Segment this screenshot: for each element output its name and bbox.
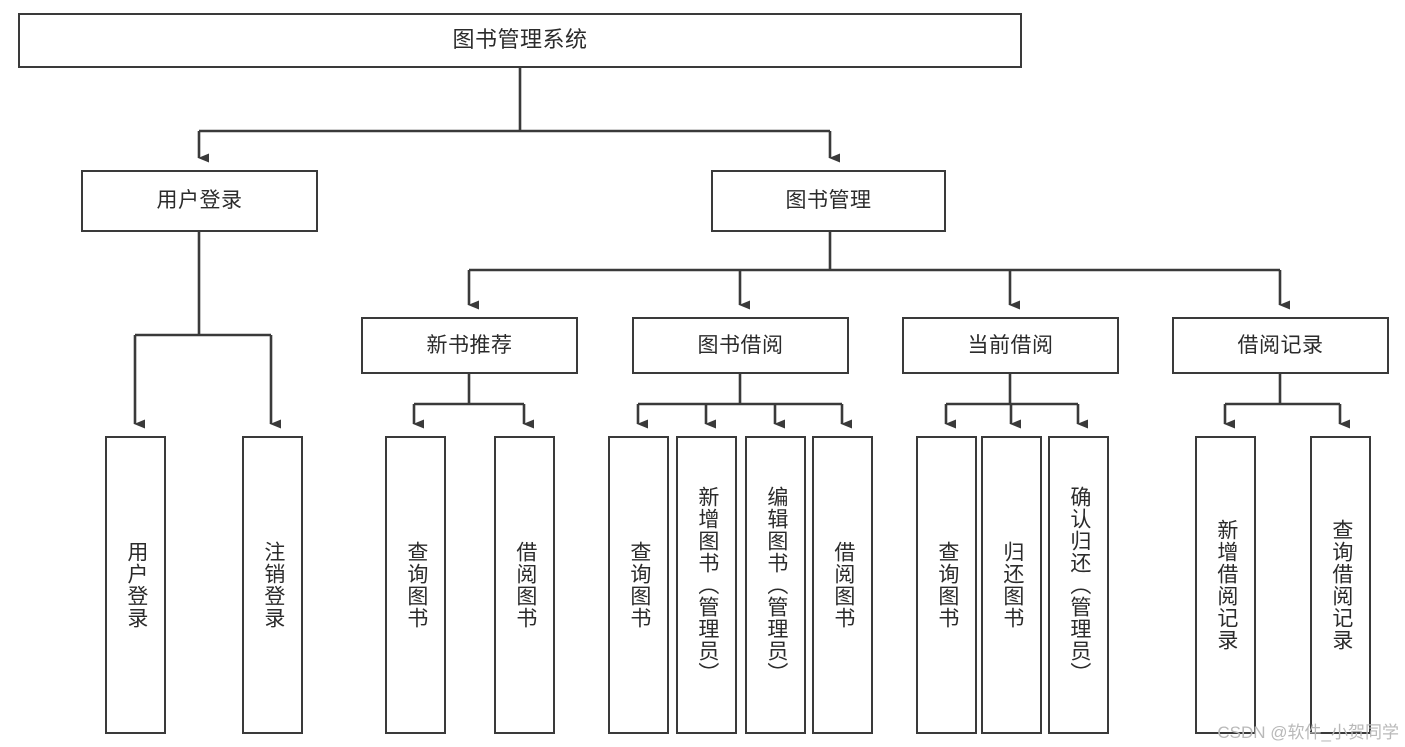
- leaf-borrow-record-query[interactable]: 查询借阅记录: [1310, 436, 1371, 734]
- node-label: 图书管理系统: [452, 27, 588, 53]
- leaf-new-book-query[interactable]: 查询图书: [385, 436, 446, 734]
- leaf-book-borrow-lend[interactable]: 借阅图书: [812, 436, 873, 734]
- leaf-current-borrow-confirm-return[interactable]: 确认归还（管理员）: [1048, 436, 1109, 734]
- leaf-book-borrow-query[interactable]: 查询图书: [608, 436, 669, 734]
- node-label: 查询图书: [404, 541, 428, 629]
- node-new-book-recommend[interactable]: 新书推荐: [361, 317, 578, 374]
- leaf-book-borrow-add[interactable]: 新增图书（管理员）: [676, 436, 737, 734]
- node-label: 查询图书: [627, 541, 651, 629]
- leaf-current-borrow-return[interactable]: 归还图书: [981, 436, 1042, 734]
- node-label: 查询借阅记录: [1329, 519, 1353, 651]
- node-book-management[interactable]: 图书管理: [711, 170, 946, 232]
- node-label: 新增借阅记录: [1214, 519, 1238, 651]
- leaf-user-login-signin[interactable]: 用户登录: [105, 436, 166, 734]
- node-root-book-management-system[interactable]: 图书管理系统: [18, 13, 1022, 68]
- leaf-book-borrow-edit[interactable]: 编辑图书（管理员）: [745, 436, 806, 734]
- node-label: 新书推荐: [426, 333, 513, 357]
- node-label: 用户登录: [124, 541, 148, 629]
- leaf-new-book-borrow[interactable]: 借阅图书: [494, 436, 555, 734]
- leaf-current-borrow-query[interactable]: 查询图书: [916, 436, 977, 734]
- node-book-borrow[interactable]: 图书借阅: [632, 317, 849, 374]
- node-label: 用户登录: [156, 189, 243, 213]
- node-label: 借阅记录: [1237, 333, 1324, 357]
- node-label: 图书借阅: [697, 333, 784, 357]
- node-label: 当前借阅: [967, 333, 1054, 357]
- node-label: 注销登录: [261, 541, 285, 629]
- node-user-login[interactable]: 用户登录: [81, 170, 318, 232]
- leaf-borrow-record-add[interactable]: 新增借阅记录: [1195, 436, 1256, 734]
- node-borrow-record[interactable]: 借阅记录: [1172, 317, 1389, 374]
- node-label: 编辑图书（管理员）: [764, 486, 788, 684]
- node-label: 图书管理: [785, 189, 872, 213]
- leaf-user-login-signout[interactable]: 注销登录: [242, 436, 303, 734]
- node-label: 查询图书: [935, 541, 959, 629]
- node-label: 新增图书（管理员）: [695, 486, 719, 684]
- node-label: 借阅图书: [513, 541, 537, 629]
- node-label: 确认归还（管理员）: [1067, 486, 1091, 684]
- node-current-borrow[interactable]: 当前借阅: [902, 317, 1119, 374]
- node-label: 借阅图书: [831, 541, 855, 629]
- node-label: 归还图书: [1000, 541, 1024, 629]
